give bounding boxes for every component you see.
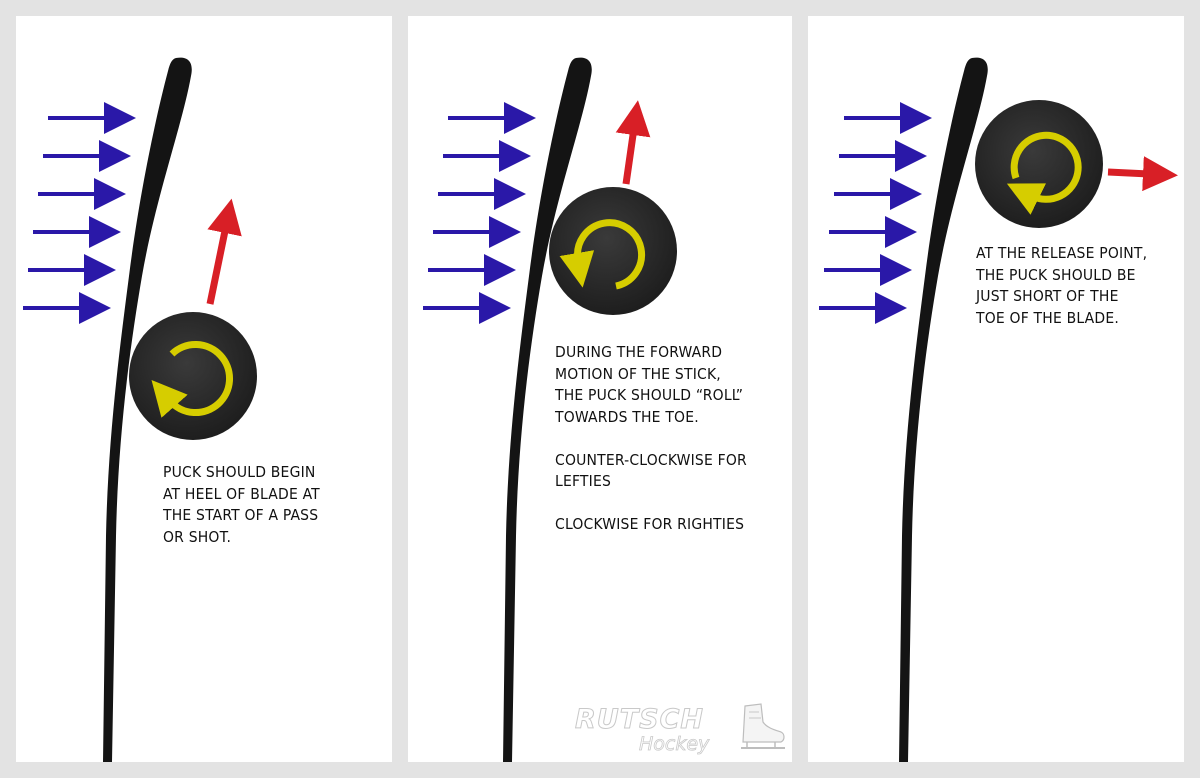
caption-line: THE PUCK SHOULD “ROLL” [555, 386, 744, 404]
force-arrows [23, 102, 136, 324]
logo-sub: Hockey [639, 733, 710, 756]
caption-line: TOE OF THE BLADE. [976, 308, 1119, 327]
hockey-stick [899, 57, 988, 762]
caption-release: AT THE RELEASE POINT, THE PUCK SHOULD BE… [976, 243, 1147, 329]
hockey-stick [103, 57, 192, 762]
caption-line: AT HEEL OF BLADE AT [163, 484, 320, 503]
caption-heel: PUCK SHOULD BEGIN AT HEEL OF BLADE AT TH… [163, 462, 320, 548]
caption-spacer [555, 428, 747, 450]
logo-name: RUTSCH [575, 704, 704, 736]
panel-heel-art [23, 57, 257, 762]
panel-release: AT THE RELEASE POINT, THE PUCK SHOULD BE… [808, 16, 1184, 762]
caption-roll: DURING THE FORWARD MOTION OF THE STICK, … [555, 342, 747, 536]
hockey-stick [503, 57, 592, 762]
direction-arrow [1107, 156, 1178, 192]
caption-line: AT THE RELEASE POINT, [976, 244, 1148, 262]
panel-roll-art [423, 57, 677, 762]
panel-heel: PUCK SHOULD BEGIN AT HEEL OF BLADE AT TH… [16, 16, 392, 762]
direction-arrow [206, 198, 242, 305]
skate-icon [741, 703, 785, 749]
caption-line: THE START OF A PASS [163, 506, 319, 524]
puck [129, 312, 257, 440]
caption-line: THE PUCK SHOULD BE [976, 265, 1136, 284]
caption-line: JUST SHORT OF THE [976, 287, 1119, 305]
caption-line: TOWARDS THE TOE. [555, 407, 699, 426]
caption-spacer [555, 493, 747, 515]
caption-line: LEFTIES [555, 472, 612, 490]
caption-line: OR SHOT. [163, 527, 232, 546]
caption-line: COUNTER-CLOCKWISE FOR [555, 450, 747, 469]
caption-line: CLOCKWISE FOR RIGHTIES [555, 515, 745, 533]
caption-line: DURING THE FORWARD [555, 343, 723, 361]
force-arrows [819, 102, 932, 324]
panel-release-art [819, 57, 1178, 762]
caption-line: MOTION OF THE STICK, [555, 364, 721, 383]
rutsch-hockey-logo: RUTSCH Hockey [573, 702, 791, 758]
panel-roll: DURING THE FORWARD MOTION OF THE STICK, … [408, 16, 792, 762]
direction-arrow [615, 100, 651, 185]
puck [549, 187, 677, 315]
caption-line: PUCK SHOULD BEGIN [163, 463, 316, 481]
puck [975, 100, 1103, 228]
force-arrows [423, 102, 536, 324]
